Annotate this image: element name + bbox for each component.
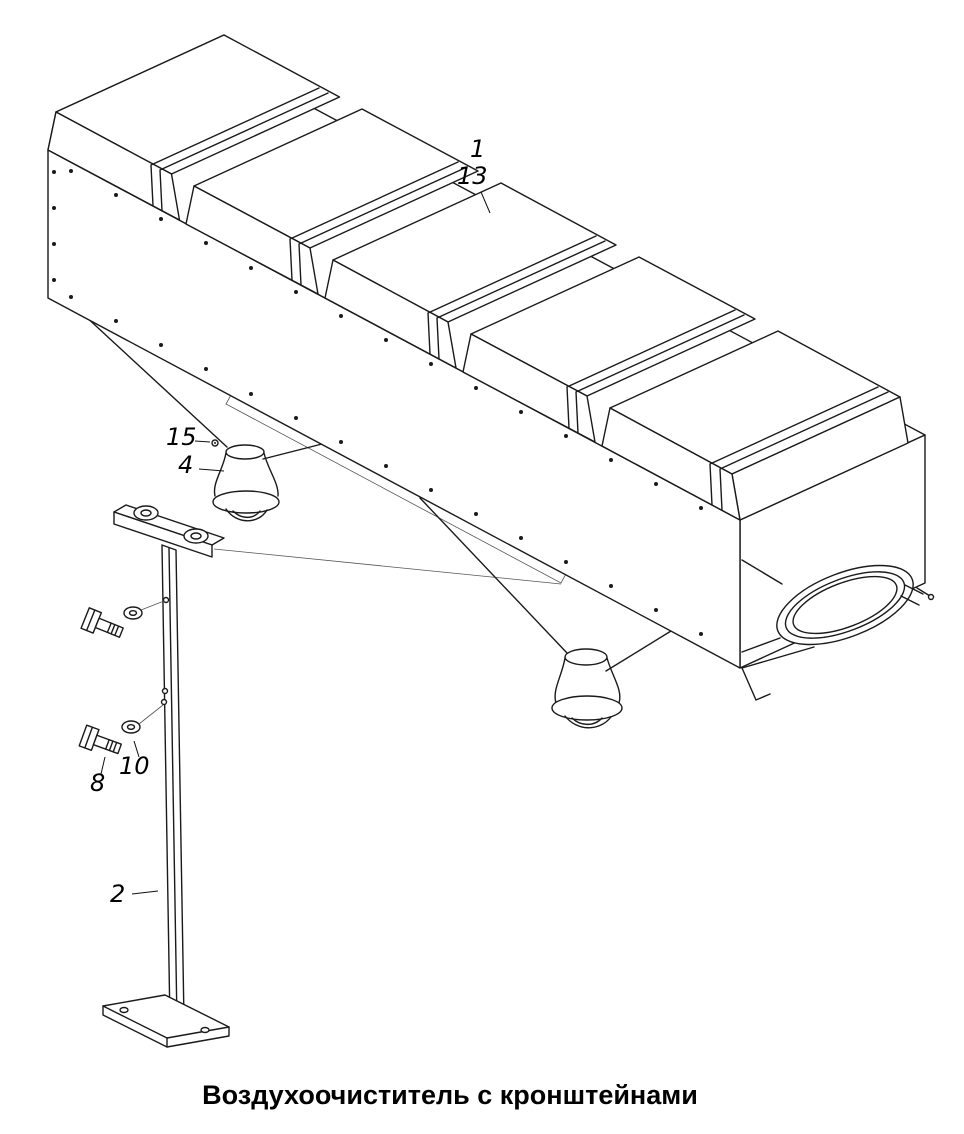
cover-section (185, 108, 479, 295)
fastener-15 (211, 439, 219, 447)
cover-section (462, 256, 756, 443)
cover-section (601, 330, 909, 521)
dust-hopper-left (69, 301, 323, 460)
callout-10: 10 (119, 752, 150, 780)
washer-lower (121, 704, 164, 734)
callout-8: 8 (90, 769, 106, 797)
dust-hopper-right (419, 497, 672, 672)
callout-4: 4 (178, 451, 194, 479)
outlet-clamp (741, 559, 935, 653)
callout-15: 15 (166, 423, 197, 451)
cover-sections (47, 34, 909, 521)
unloader-funnel-left (212, 444, 280, 522)
bolt-upper (80, 607, 124, 638)
cover-section (47, 34, 341, 221)
figure-title: Воздухоочиститель с кронштейнами (202, 1080, 698, 1110)
mounting-bracket (102, 504, 230, 1048)
clamp-bolt (900, 584, 935, 606)
callout-2: 2 (110, 880, 126, 908)
unloader-funnel-right (551, 648, 623, 729)
callout-13: 13 (457, 162, 488, 190)
bolt-lower (78, 724, 123, 755)
washer-upper (123, 600, 165, 620)
cover-section (324, 182, 617, 369)
callout-1: 1 (470, 135, 486, 163)
leader-lines (100, 191, 491, 895)
rivets (52, 169, 703, 636)
